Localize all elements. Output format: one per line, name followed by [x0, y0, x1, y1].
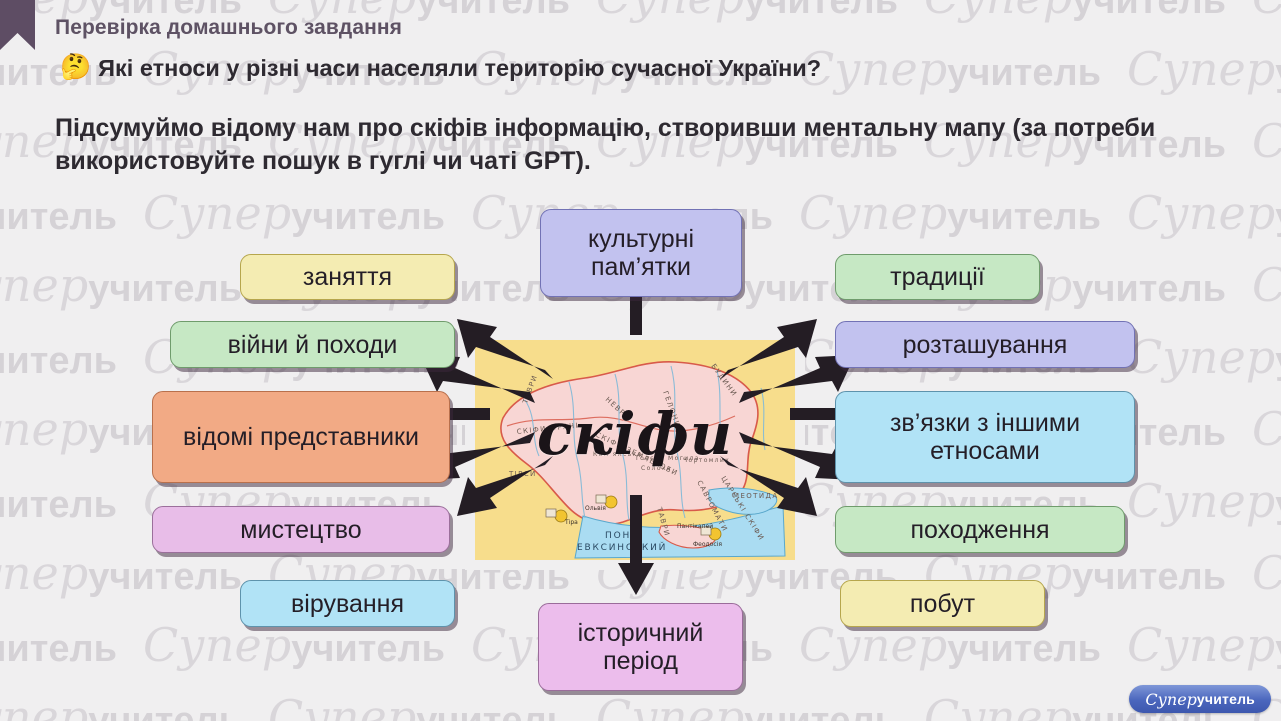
mindmap-node-pobut[interactable]: побут — [840, 580, 1045, 627]
node-label: історичний період — [577, 619, 704, 675]
central-node-label: скіфи — [536, 400, 734, 468]
mindmap-node-roztashuvannya[interactable]: розташування — [835, 321, 1135, 368]
mindmap-node-istorychnyi[interactable]: історичний період — [538, 603, 743, 691]
page-title: Перевірка домашнього завдання — [55, 16, 403, 39]
node-label: розташування — [902, 330, 1068, 359]
svg-text:Чортомлик: Чортомлик — [683, 457, 730, 464]
svg-text:Феодосія: Феодосія — [693, 541, 722, 548]
mindmap-node-pokhodzhennya[interactable]: походження — [835, 506, 1125, 553]
node-label: походження — [910, 515, 1050, 544]
node-label: культурні пам’ятки — [587, 225, 695, 281]
node-label: відомі представники — [183, 423, 419, 451]
svg-text:ЕВКСИНСЬКИЙ: ЕВКСИНСЬКИЙ — [577, 541, 667, 553]
question-text: Які етноси у різні часи населяли територ… — [98, 55, 822, 81]
logo-script-text: Супер — [1145, 689, 1197, 709]
svg-text:Ольвія: Ольвія — [585, 505, 606, 512]
mindmap-node-kulturni[interactable]: культурні пам’ятки — [540, 209, 742, 297]
mindmap-node-tradytsii[interactable]: традиції — [835, 254, 1040, 300]
mindmap-node-zanyattya[interactable]: заняття — [240, 254, 455, 300]
mindmap-node-viruvannya[interactable]: вірування — [240, 580, 455, 627]
svg-text:МЕОТИДА: МЕОТИДА — [733, 492, 779, 500]
mindmap-node-zvyazky[interactable]: зв’язки з іншими етносами — [835, 391, 1135, 483]
node-label: війни й походи — [227, 330, 398, 359]
mindmap-node-mystetstvo[interactable]: мистецтво — [152, 506, 450, 553]
svg-text:Солоха: Солоха — [641, 465, 672, 472]
svg-text:Кам'янське: Кам'янське — [593, 451, 643, 458]
node-label: зв’язки з іншими етносами — [889, 409, 1081, 465]
logo-bold-text: учитель — [1196, 691, 1255, 707]
node-label: традиції — [890, 263, 985, 291]
instruction-text: Підсумуймо відому нам про скіфів інформа… — [55, 114, 1156, 175]
mindmap-node-viyny[interactable]: війни й походи — [170, 321, 455, 368]
node-label: вірування — [290, 589, 404, 618]
node-label: мистецтво — [240, 515, 362, 544]
bookmark-ribbon-icon — [0, 0, 35, 50]
question-line: 🤔 Які етноси у різні часи населяли терит… — [60, 55, 821, 82]
mindmap-node-vidomi[interactable]: відомі представники — [152, 391, 450, 483]
mindmap-stage: СКІФИ-ОРАЧІ НЕВРИ ГЕЛОНИ БУДИНИ ТАВРИ СК… — [0, 195, 1281, 705]
svg-text:Тіра: Тіра — [564, 519, 578, 526]
svg-text:Товста Могила: Товста Могила — [634, 455, 700, 462]
node-label: заняття — [302, 263, 393, 291]
svg-text:ПОНТ: ПОНТ — [605, 531, 638, 541]
node-label: побут — [909, 589, 976, 618]
superuchitel-logo[interactable]: Супер учитель — [1129, 685, 1271, 713]
thinking-face-icon: 🤔 — [60, 53, 92, 81]
svg-text:Пантікапей: Пантікапей — [677, 523, 713, 530]
